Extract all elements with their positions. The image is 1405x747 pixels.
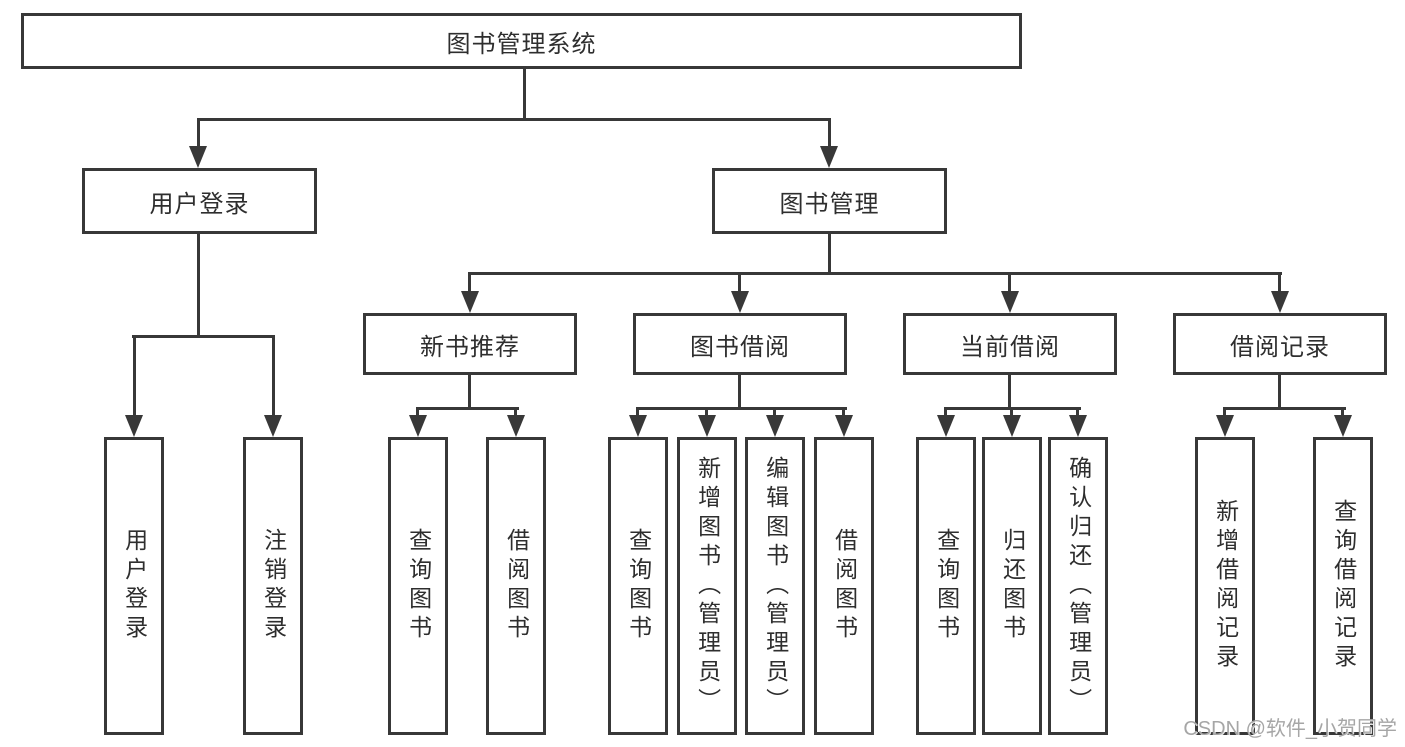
leaf-label: 归还图书 <box>999 528 1026 644</box>
connector-line <box>1010 407 1013 417</box>
leaf-records-query-record: 查询借阅记录 <box>1313 437 1373 735</box>
connector-line <box>133 335 136 417</box>
connector-line <box>132 335 275 338</box>
arrow-down-icon <box>507 415 525 437</box>
arrow-down-icon <box>1069 415 1087 437</box>
connector-line <box>1278 375 1281 407</box>
leaf-recommend-borrow-book: 借阅图书 <box>486 437 546 735</box>
connector-line <box>1008 375 1011 407</box>
csdn-watermark: CSDN @软件_小贺同学 <box>1183 718 1397 740</box>
connector-line <box>272 335 275 417</box>
leaf-label: 借阅图书 <box>503 528 530 644</box>
arrow-down-icon <box>629 415 647 437</box>
connector-line <box>738 272 741 293</box>
node-user-login: 用户登录 <box>82 168 317 234</box>
leaf-borrow-query-book: 查询图书 <box>608 437 668 735</box>
connector-line <box>1008 272 1011 293</box>
leaf-current-confirm-return-admin: 确认归还（管理员） <box>1048 437 1108 735</box>
node-book-management: 图书管理 <box>712 168 947 234</box>
leaf-label: 新增借阅记录 <box>1212 499 1239 673</box>
leaf-current-return-book: 归还图书 <box>982 437 1042 735</box>
leaf-label: 查询借阅记录 <box>1330 499 1357 673</box>
connector-line <box>828 234 831 272</box>
leaf-borrow-borrow-book: 借阅图书 <box>814 437 874 735</box>
arrow-down-icon <box>189 146 207 168</box>
arrow-down-icon <box>835 415 853 437</box>
leaf-label: 编辑图书（管理员） <box>762 455 789 717</box>
node-book-borrow-label: 图书借阅 <box>690 333 790 361</box>
leaf-label: 查询图书 <box>625 528 652 644</box>
arrow-down-icon <box>264 415 282 437</box>
arrow-down-icon <box>766 415 784 437</box>
node-user-login-label: 用户登录 <box>149 190 250 218</box>
leaf-borrow-edit-book-admin: 编辑图书（管理员） <box>745 437 805 735</box>
connector-line <box>416 407 419 417</box>
leaf-records-add-record: 新增借阅记录 <box>1195 437 1255 735</box>
connector-line <box>197 234 200 335</box>
connector-line <box>514 407 517 417</box>
arrow-down-icon <box>731 291 749 313</box>
arrow-down-icon <box>1216 415 1234 437</box>
connector-line <box>636 407 847 410</box>
connector-line <box>738 375 741 407</box>
leaf-label: 借阅图书 <box>831 528 858 644</box>
node-new-book-recommend-label: 新书推荐 <box>420 333 520 361</box>
leaf-borrow-add-book-admin: 新增图书（管理员） <box>677 437 737 735</box>
node-book-management-label: 图书管理 <box>779 190 880 218</box>
arrow-down-icon <box>409 415 427 437</box>
connector-line <box>416 407 519 410</box>
connector-line <box>197 118 831 121</box>
leaf-login-user-login: 用户登录 <box>104 437 164 735</box>
arrow-down-icon <box>1334 415 1352 437</box>
node-new-book-recommend: 新书推荐 <box>363 313 577 375</box>
leaf-label: 查询图书 <box>405 528 432 644</box>
connector-line <box>1076 407 1079 417</box>
arrow-down-icon <box>461 291 479 313</box>
leaf-login-logout: 注销登录 <box>243 437 303 735</box>
node-current-borrow: 当前借阅 <box>903 313 1117 375</box>
connector-line <box>705 407 708 417</box>
connector-line <box>1341 407 1344 417</box>
arrow-down-icon <box>937 415 955 437</box>
connector-line <box>468 375 471 407</box>
node-borrow-records-label: 借阅记录 <box>1230 333 1330 361</box>
leaf-label: 用户登录 <box>121 528 148 644</box>
connector-line <box>1223 407 1226 417</box>
leaf-recommend-query-book: 查询图书 <box>388 437 448 735</box>
leaf-label: 注销登录 <box>260 528 287 644</box>
arrow-down-icon <box>820 146 838 168</box>
connector-line <box>523 69 526 118</box>
node-root-label: 图书管理系统 <box>446 30 597 58</box>
node-root: 图书管理系统 <box>21 13 1022 69</box>
leaf-label: 确认归还（管理员） <box>1065 455 1092 717</box>
leaf-current-query-book: 查询图书 <box>916 437 976 735</box>
connector-line <box>828 118 831 148</box>
arrow-down-icon <box>1003 415 1021 437</box>
node-borrow-records: 借阅记录 <box>1173 313 1387 375</box>
node-current-borrow-label: 当前借阅 <box>960 333 1060 361</box>
arrow-down-icon <box>698 415 716 437</box>
arrow-down-icon <box>1001 291 1019 313</box>
connector-line <box>1278 272 1281 293</box>
leaf-label: 新增图书（管理员） <box>694 455 721 717</box>
connector-line <box>944 407 947 417</box>
connector-line <box>842 407 845 417</box>
arrow-down-icon <box>125 415 143 437</box>
leaf-label: 查询图书 <box>933 528 960 644</box>
node-book-borrow: 图书借阅 <box>633 313 847 375</box>
connector-line <box>636 407 639 417</box>
arrow-down-icon <box>1271 291 1289 313</box>
connector-line <box>197 118 200 148</box>
connector-line <box>1223 407 1346 410</box>
connector-line <box>468 272 1282 275</box>
connector-line <box>468 272 471 293</box>
connector-line <box>773 407 776 417</box>
